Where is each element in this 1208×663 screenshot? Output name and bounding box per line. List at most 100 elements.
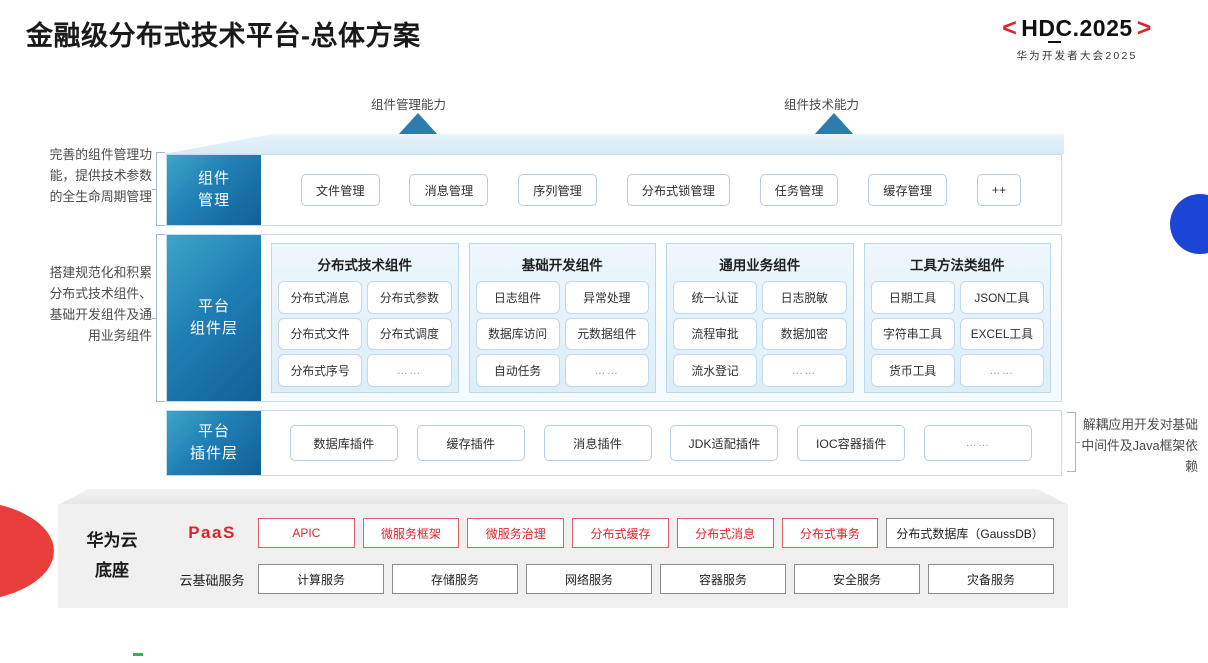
layer-title-platform-component: 平台 组件层: [167, 235, 261, 401]
chip-sequence-management[interactable]: 序列管理: [518, 174, 597, 206]
chip-item[interactable]: 分布式消息: [278, 281, 363, 314]
base-chip-distributed-message[interactable]: 分布式消息: [676, 518, 774, 548]
base-chip-security-service[interactable]: 安全服务: [794, 564, 920, 594]
base-chip-dr-service[interactable]: 灾备服务: [928, 564, 1054, 594]
red-pie-decoration: [0, 505, 54, 597]
base-chip-distributed-cache[interactable]: 分布式缓存: [572, 518, 669, 548]
chip-item[interactable]: 分布式文件: [278, 317, 363, 351]
chip-item-more[interactable]: ……: [762, 354, 847, 387]
base-row-label-cloud-infra: 云基础服务: [179, 572, 245, 588]
layer-platform-plugin: 平台 插件层 数据库插件 缓存插件 消息插件 JDK适配插件 IOC容器插件 ……: [166, 410, 1062, 476]
base-chip-container-service[interactable]: 容器服务: [660, 564, 786, 594]
base-title-line2: 底座: [95, 561, 129, 580]
chip-item-more[interactable]: ……: [367, 354, 452, 387]
base-row-items-paas: APIC 微服务框架 微服务治理 分布式缓存 分布式消息 分布式事务 分布式数据…: [258, 518, 1054, 548]
layer-component-management: 组件 管理 文件管理 消息管理 序列管理 分布式锁管理 任务管理 缓存管理 ++: [166, 154, 1062, 226]
chip-ioc-container-plugin[interactable]: IOC容器插件: [797, 425, 906, 461]
base-top-slab: [58, 489, 1068, 505]
chip-cache-plugin[interactable]: 缓存插件: [416, 425, 525, 461]
chip-jdk-adapter-plugin[interactable]: JDK适配插件: [670, 425, 779, 461]
chip-message-management[interactable]: 消息管理: [409, 174, 489, 206]
blue-circle-decoration: [1170, 194, 1208, 254]
chip-item[interactable]: 分布式参数: [367, 281, 452, 314]
chip-item[interactable]: 元数据组件: [564, 317, 649, 351]
layer-title-line1: 平台: [197, 298, 230, 315]
chip-more[interactable]: ++: [976, 174, 1022, 206]
brace-platform-component: [152, 234, 165, 402]
group-title: 分布式技术组件: [317, 258, 413, 273]
layer-title-platform-plugin: 平台 插件层: [167, 411, 261, 475]
chip-item[interactable]: 数据加密: [762, 317, 847, 351]
layer-title-line1: 组件: [197, 170, 230, 187]
base-chip-apic[interactable]: APIC: [258, 518, 355, 548]
chip-message-plugin[interactable]: 消息插件: [543, 425, 652, 461]
huawei-cloud-base-panel: 华为云 底座 PaaS APIC 微服务框架 微服务治理 分布式缓存 分布式消息…: [58, 504, 1068, 608]
chip-cache-management[interactable]: 缓存管理: [868, 174, 948, 206]
group-title: 基础开发组件: [521, 258, 603, 273]
chip-item[interactable]: 货币工具: [870, 354, 955, 387]
chip-file-management[interactable]: 文件管理: [300, 174, 380, 206]
base-row-paas: PaaS APIC 微服务框架 微服务治理 分布式缓存 分布式消息 分布式事务 …: [166, 513, 1054, 553]
group-distributed-tech: 分布式技术组件 分布式消息 分布式参数 分布式文件 分布式调度 分布式序号 ……: [271, 243, 459, 393]
chip-item[interactable]: 流程审批: [673, 317, 758, 351]
chip-item[interactable]: 分布式序号: [278, 354, 363, 387]
group-grid: 日期工具 JSON工具 字符串工具 EXCEL工具 货币工具 ……: [870, 281, 1044, 387]
layer-body-platform-plugin: 数据库插件 缓存插件 消息插件 JDK适配插件 IOC容器插件 ……: [261, 411, 1061, 475]
hdc-left-bracket-icon: <: [1002, 14, 1018, 42]
brace-component-management: [152, 152, 165, 226]
chip-database-plugin[interactable]: 数据库插件: [289, 425, 398, 461]
chip-item[interactable]: 日期工具: [870, 281, 955, 314]
layer-platform-component: 平台 组件层 分布式技术组件 分布式消息 分布式参数 分布式文件 分布式调度 分…: [166, 234, 1062, 402]
stack-top-slab: [164, 134, 1064, 154]
base-row-items-cloud-infra: 计算服务 存储服务 网络服务 容器服务 安全服务 灾备服务: [258, 564, 1054, 594]
base-row-label-paas: PaaS: [188, 523, 236, 542]
layer-title-line2: 插件层: [189, 445, 238, 462]
chip-item[interactable]: 日志脱敏: [762, 281, 847, 314]
base-title-line1: 华为云: [86, 531, 138, 550]
chip-item[interactable]: EXCEL工具: [959, 317, 1044, 351]
group-common-business: 通用业务组件 统一认证 日志脱敏 流程审批 数据加密 流水登记 ……: [666, 243, 854, 393]
chip-item[interactable]: 数据库访问: [475, 317, 560, 351]
chip-item[interactable]: 分布式调度: [367, 317, 452, 351]
base-row-cloud-infra: 云基础服务 计算服务 存储服务 网络服务 容器服务 安全服务 灾备服务: [166, 559, 1054, 599]
chip-item[interactable]: 字符串工具: [870, 317, 955, 351]
chip-item[interactable]: JSON工具: [959, 281, 1044, 314]
chip-item[interactable]: 异常处理: [564, 281, 649, 314]
layer-title-component-management: 组件 管理: [167, 155, 261, 225]
side-note-right: 解耦应用开发对基础中间件及Java框架依赖: [1081, 417, 1198, 474]
group-title: 工具方法类组件: [910, 258, 1005, 273]
chip-plugin-more[interactable]: ……: [924, 425, 1033, 461]
group-grid: 日志组件 异常处理 数据库访问 元数据组件 自动任务 ……: [475, 281, 649, 387]
base-chip-microservice-governance[interactable]: 微服务治理: [467, 518, 565, 548]
group-title: 通用业务组件: [719, 258, 801, 273]
chip-item[interactable]: 日志组件: [475, 281, 560, 314]
chip-item[interactable]: 自动任务: [475, 354, 560, 387]
group-basic-dev: 基础开发组件 日志组件 异常处理 数据库访问 元数据组件 自动任务 ……: [468, 243, 656, 393]
group-utility-methods: 工具方法类组件 日期工具 JSON工具 字符串工具 EXCEL工具 货币工具 ……: [863, 243, 1051, 393]
base-chip-storage-service[interactable]: 存储服务: [392, 564, 518, 594]
base-chip-network-service[interactable]: 网络服务: [526, 564, 652, 594]
base-chip-microservice-framework[interactable]: 微服务框架: [362, 518, 460, 548]
base-chip-distributed-database-gaussdb[interactable]: 分布式数据库（GaussDB）: [886, 518, 1054, 548]
arrow-label-component-technology: 组件技术能力: [784, 98, 860, 112]
layer-title-line2: 管理: [197, 192, 230, 209]
layer-body-component-management: 文件管理 消息管理 序列管理 分布式锁管理 任务管理 缓存管理 ++: [261, 155, 1061, 225]
green-tick-decoration: [133, 653, 143, 656]
chip-distributed-lock-management[interactable]: 分布式锁管理: [626, 174, 730, 206]
chip-item-more[interactable]: ……: [959, 354, 1044, 387]
chip-item[interactable]: 流水登记: [673, 354, 758, 387]
side-note-left-bottom: 搭建规范化和积累分布式技术组件、基础开发组件及通用业务组件: [49, 265, 152, 343]
chip-item-more[interactable]: ……: [564, 354, 649, 387]
base-chip-compute-service[interactable]: 计算服务: [258, 564, 384, 594]
hdc-logo-subtitle: 华为开发者大会2025: [1016, 50, 1138, 62]
page-title: 金融级分布式技术平台-总体方案: [26, 21, 421, 51]
layer-title-line1: 平台: [197, 423, 230, 440]
layer-body-platform-component: 分布式技术组件 分布式消息 分布式参数 分布式文件 分布式调度 分布式序号 ………: [261, 235, 1061, 401]
base-chip-distributed-transaction[interactable]: 分布式事务: [781, 518, 879, 548]
chip-item[interactable]: 统一认证: [673, 281, 758, 314]
group-grid: 统一认证 日志脱敏 流程审批 数据加密 流水登记 ……: [673, 281, 847, 387]
chip-task-management[interactable]: 任务管理: [759, 174, 839, 206]
base-title: 华为云 底座: [58, 526, 166, 586]
base-rows: PaaS APIC 微服务框架 微服务治理 分布式缓存 分布式消息 分布式事务 …: [166, 513, 1068, 599]
hdc-right-bracket-icon: >: [1136, 14, 1152, 42]
